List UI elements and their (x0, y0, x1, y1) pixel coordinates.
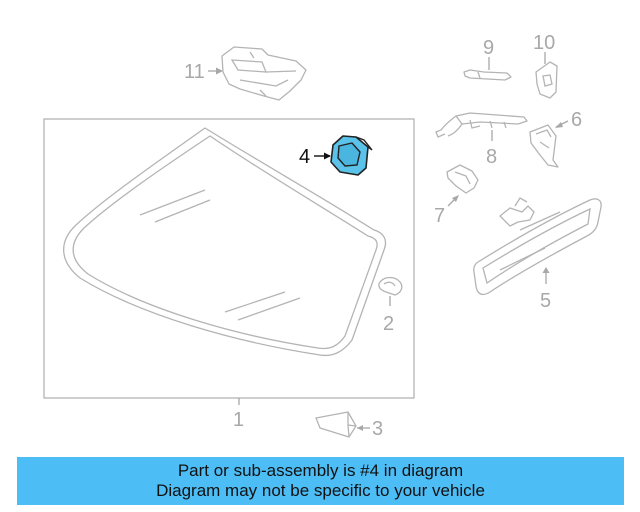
leader-3-arrow (357, 425, 363, 431)
part-4-bracket-highlighted (330, 135, 373, 176)
info-banner: Part or sub-assembly is #4 in diagram Di… (17, 457, 624, 505)
leader-7-arrow (452, 195, 459, 202)
callout-6: 6 (571, 109, 582, 131)
banner-line-2: Diagram may not be specific to your vehi… (156, 481, 485, 500)
callout-3: 3 (372, 418, 383, 440)
part-10-sensor (535, 61, 558, 99)
part-11-module (221, 46, 307, 101)
windshield-glass (63, 127, 387, 357)
callout-4: 4 (299, 146, 310, 168)
leader-6-arrow (555, 122, 563, 128)
callout-10: 10 (533, 32, 555, 54)
part-9-bracket (463, 69, 512, 81)
banner-line-1: Part or sub-assembly is #4 in diagram (177, 461, 464, 480)
part-2-clip (378, 276, 403, 296)
callout-8: 8 (486, 146, 497, 168)
part-7-cover (446, 164, 479, 194)
callout-1: 1 (233, 409, 244, 431)
part-8-harness (435, 112, 528, 138)
leader-4-arrow (324, 152, 331, 160)
parts-diagram: 1 2 3 4 5 6 (43, 32, 602, 440)
part-3-molding (315, 411, 357, 438)
leader-5-arrow (542, 267, 550, 273)
callout-5: 5 (540, 290, 551, 312)
part-5-rear-view-mirror (473, 197, 602, 296)
windshield-frame (43, 118, 415, 399)
leader-11-arrow (216, 67, 223, 75)
callout-9: 9 (483, 37, 494, 59)
callout-11: 11 (184, 61, 205, 83)
callout-7: 7 (434, 205, 445, 227)
part-6-cover (529, 124, 559, 168)
callout-2: 2 (383, 313, 394, 335)
